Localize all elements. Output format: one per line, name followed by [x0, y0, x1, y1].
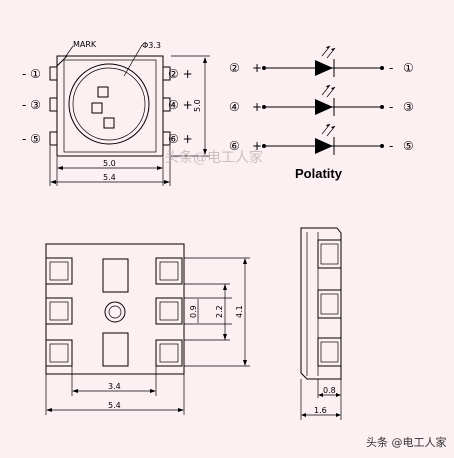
watermark-corner: 头条 @电工人家 [366, 435, 447, 449]
bottom-center-hole [104, 301, 126, 323]
node-dot [262, 105, 266, 109]
bottom-pad-left-1-inner [49, 261, 69, 281]
dim-arrows [318, 393, 341, 397]
diode-triangle-icon [315, 60, 333, 76]
polarity-diagram: ② + - ① ④ + - ③ ⑥ [229, 45, 414, 181]
top-pin-label-1: - ① [22, 67, 41, 81]
bottom-pad-left-5-inner [49, 343, 69, 363]
polarity-minus: - [389, 139, 393, 153]
top-pin-label-4: ④ + [168, 98, 193, 112]
bottom-pad-right-2 [155, 257, 183, 285]
node-dot [380, 105, 384, 109]
mark-label: MARK [73, 40, 97, 49]
side-lead-3 [317, 337, 342, 367]
polarity-cathode-pin: ① [403, 61, 414, 75]
top-pin-label-2: ② + [168, 67, 193, 81]
dim-side-lead: 0.8 [323, 386, 336, 395]
node-dot [380, 144, 384, 148]
polarity-minus: - [389, 61, 393, 75]
polarity-anode-pin: ⑥ [229, 139, 240, 153]
bottom-pad-left-3 [45, 297, 73, 325]
dim-bottom-pad-pitch: 2.2 [215, 305, 224, 318]
polarity-plus: + [252, 139, 262, 153]
polarity-anode-pin: ④ [229, 100, 240, 114]
dim-top-inner-width: 5.0 [103, 159, 116, 168]
side-lead-1-inner [320, 243, 339, 265]
diode-triangle-icon [315, 99, 333, 115]
dim-bottom-pad-span: 4.1 [235, 305, 244, 318]
lens-diameter-label: Φ3.3 [142, 41, 161, 50]
polarity-anode-pin: ② [229, 61, 240, 75]
top-pin-label-6: ⑥ + [168, 132, 193, 146]
bottom-center-pad-top [102, 258, 129, 293]
polarity-row-3: ⑥ + - ⑤ [229, 123, 414, 155]
mark-chamfer [56, 55, 68, 67]
led-chip-3 [103, 117, 115, 129]
polarity-row-2: ④ + - ③ [229, 84, 414, 116]
side-view: 0.8 1.6 [300, 227, 342, 420]
lens-inner-circle [72, 67, 146, 141]
top-inner-frame [63, 59, 157, 153]
top-pad-right-2 [162, 66, 171, 81]
top-pad-left-5 [49, 131, 58, 146]
bottom-view: 0.9 2.2 4.1 3.4 5.4 [45, 243, 250, 415]
light-arrowheads [326, 124, 335, 129]
lens-leader [123, 44, 143, 77]
top-pad-left-3 [49, 97, 58, 112]
polarity-cathode-pin: ③ [403, 100, 414, 114]
dim-top-outer-width: 5.4 [103, 173, 116, 182]
bottom-pad-left-5 [45, 339, 73, 367]
side-lead-2-inner [320, 293, 339, 315]
led-chip-1 [97, 86, 109, 98]
diode-triangle-icon [315, 138, 333, 154]
dim-bottom-width: 5.4 [108, 401, 121, 410]
dim-bottom-pad-inner: 3.4 [108, 382, 121, 391]
bottom-center-pad-bottom [102, 332, 129, 367]
polarity-row-1: ② + - ① [229, 45, 414, 77]
bottom-pad-left-3-inner [49, 301, 69, 321]
mark-leader [65, 45, 74, 57]
side-lead-1 [317, 239, 342, 269]
side-lead-3-inner [320, 341, 339, 363]
node-dot [262, 66, 266, 70]
side-lead-2 [317, 289, 342, 319]
led-chip-2 [91, 102, 103, 114]
polarity-plus: + [252, 61, 262, 75]
top-pin-label-3: - ③ [22, 98, 41, 112]
bottom-pad-right-2-inner [159, 261, 179, 281]
bottom-pad-right-4-inner [159, 301, 179, 321]
dim-bottom-pad-height: 0.9 [189, 305, 198, 318]
dim-top-height: 5.0 [193, 99, 202, 112]
bottom-pad-left-1 [45, 257, 73, 285]
polarity-minus: - [389, 100, 393, 114]
top-pad-right-6 [162, 131, 171, 146]
polarity-cathode-pin: ⑤ [403, 139, 414, 153]
top-pin-label-5: - ⑤ [22, 132, 41, 146]
top-view: MARK Φ3.3 - ① - ③ - ⑤ ② + ④ + ⑥ + 5.0 5.… [22, 40, 210, 186]
bottom-pad-right-4 [155, 297, 183, 325]
node-dot [380, 66, 384, 70]
polarity-title: Polatity [295, 166, 343, 181]
top-pad-left-1 [49, 66, 58, 81]
bottom-pad-right-6-inner [159, 343, 179, 363]
light-arrowheads [326, 46, 335, 51]
dim-side-thickness: 1.6 [314, 406, 327, 415]
polarity-plus: + [252, 100, 262, 114]
bottom-center-hole-inner [108, 305, 122, 319]
dim-arrows [223, 284, 227, 340]
bottom-package-outline [45, 243, 185, 375]
watermark-center: 头条@电工人家 [165, 149, 263, 166]
top-pad-right-4 [162, 97, 171, 112]
light-arrowheads [326, 85, 335, 90]
lens-circle [68, 63, 150, 145]
node-dot [262, 144, 266, 148]
bottom-pad-right-6 [155, 339, 183, 367]
